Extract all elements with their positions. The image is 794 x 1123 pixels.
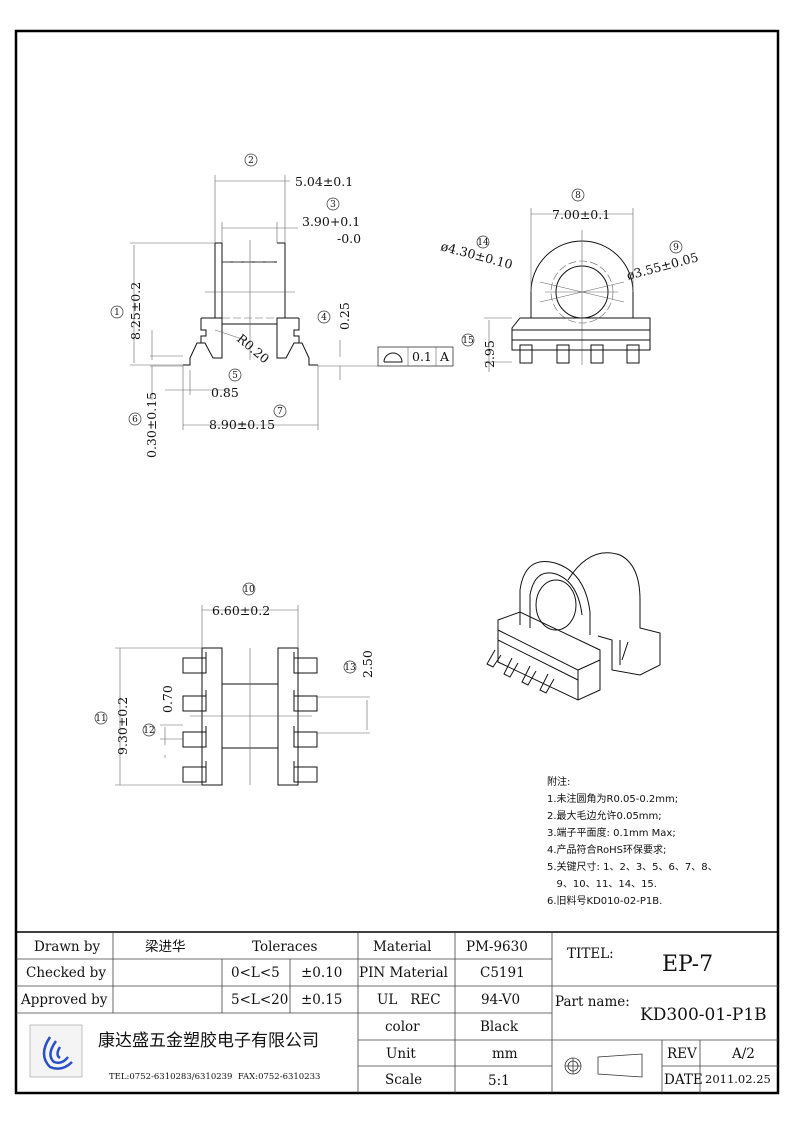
date-label: DATE <box>664 1072 703 1088</box>
projection-symbol-icon <box>564 1053 643 1078</box>
tol-range: 0<L<5 <box>231 965 280 981</box>
balloon-2: 2 <box>244 153 258 167</box>
balloon-15: 15 <box>461 333 475 347</box>
radius-text: R0.20 <box>234 331 272 366</box>
flatness-frame: 0.1 A <box>377 346 454 367</box>
balloon-3: 3 <box>326 197 340 211</box>
dim-11-text: 9.30±0.2 <box>115 697 130 755</box>
svg-text:13: 13 <box>344 663 356 673</box>
material-value: PM-9630 <box>466 939 528 955</box>
dim-10-text: 6.60±0.2 <box>212 603 270 618</box>
dim-3-text: 3.90+0.1 <box>302 214 360 229</box>
balloon-12: 12 <box>142 723 156 737</box>
dim-6-text: 0.30±0.15 <box>144 392 159 458</box>
pin-material-value: C5191 <box>480 965 525 981</box>
svg-text:12: 12 <box>143 726 154 736</box>
side-view: 5.04±0.1 3.90+0.1 -0.0 8.25±0.2 0.25 0.8… <box>110 153 454 458</box>
flatness-value: 0.1 <box>412 349 432 364</box>
title-block: Drawn by 梁进华 Toleraces Checked by Approv… <box>16 931 778 1093</box>
balloon-6: 6 <box>128 412 142 426</box>
note-item: 3.端子平面度: 0.1mm Max; <box>547 826 676 839</box>
drawn-by-label: Drawn by <box>34 939 101 955</box>
pin-material-label: PIN Material <box>359 965 448 981</box>
tol-value: ±0.15 <box>301 992 342 1008</box>
company-name: 康达盛五金塑胶电子有限公司 <box>98 1031 319 1051</box>
flatness-datum: A <box>439 349 450 364</box>
note-item: 9、10、11、14、15. <box>547 879 657 890</box>
scale-value: 5:1 <box>488 1073 510 1089</box>
svg-text:6: 6 <box>132 415 138 425</box>
balloon-9: 9 <box>669 240 683 254</box>
balloon-10: 10 <box>242 582 256 596</box>
svg-text:2: 2 <box>248 156 254 166</box>
dim-2-text: 5.04±0.1 <box>295 174 353 189</box>
svg-text:10: 10 <box>243 585 255 595</box>
sheet-frame <box>14 29 780 1095</box>
dim-5-text: 0.85 <box>211 385 239 400</box>
company-contact: TEL:0752-6310283/6310239 FAX:0752-631023… <box>109 1072 320 1082</box>
rev-value: A/2 <box>731 1046 755 1062</box>
ul-label: UL REC <box>377 992 441 1008</box>
dim-8-text: 7.00±0.1 <box>552 207 610 222</box>
svg-text:4: 4 <box>321 313 327 323</box>
dim-15-text: 2.95 <box>482 340 497 368</box>
dim-3-text2: -0.0 <box>337 231 361 246</box>
checked-by-label: Checked by <box>26 965 106 981</box>
bottom-view: 6.60±0.2 9.30±0.2 0.70 2.50 10 11 12 13 <box>94 582 375 786</box>
balloon-7: 7 <box>273 404 287 418</box>
note-item: 1.未注圆角为R0.05-0.2mm; <box>547 792 678 805</box>
balloon-4: 4 <box>317 310 331 324</box>
part-name-label: Part name: <box>555 994 630 1010</box>
dim-1-text: 8.25±0.2 <box>128 282 143 340</box>
title-label: TITEL: <box>567 946 614 962</box>
dim-9-text: ø3.55±0.05 <box>625 249 700 283</box>
company-logo <box>29 1024 83 1078</box>
unit-label: Unit <box>386 1046 416 1062</box>
unit-value: mm <box>492 1046 518 1062</box>
balloon-11: 11 <box>94 711 108 725</box>
color-label: color <box>385 1019 420 1035</box>
approved-by-label: Approved by <box>20 992 108 1008</box>
color-value: Black <box>480 1019 519 1035</box>
dim-12-text: 0.70 <box>160 685 175 713</box>
balloon-14: 14 <box>476 235 490 249</box>
tol-value: ±0.10 <box>301 965 342 981</box>
material-label: Material <box>373 939 431 955</box>
note-item: 5.关键尺寸: 1、2、3、5、6、7、8、 <box>547 860 718 873</box>
svg-text:1: 1 <box>114 308 120 318</box>
balloon-13: 13 <box>343 660 357 674</box>
front-view: 7.00±0.1 ø4.30±0.10 ø3.55±0.05 2.95 8 14… <box>439 188 700 372</box>
part-name-value: KD300-01-P1B <box>640 1005 767 1025</box>
drawing-title: EP-7 <box>662 952 713 977</box>
notes-title: 附注: <box>547 775 570 788</box>
ul-value: 94-V0 <box>481 992 520 1008</box>
tol-range: 5<L<20 <box>231 992 288 1008</box>
svg-text:14: 14 <box>477 238 489 248</box>
balloon-8: 8 <box>571 188 585 202</box>
notes: 附注: 1.未注圆角为R0.05-0.2mm; 2.最大毛边允许0.05mm; … <box>547 775 718 907</box>
note-item: 2.最大毛边允许0.05mm; <box>547 809 662 822</box>
dim-13-text: 2.50 <box>360 650 375 678</box>
scale-label: Scale <box>385 1072 422 1088</box>
svg-text:3: 3 <box>330 200 336 210</box>
drawn-by-value: 梁进华 <box>145 939 186 955</box>
note-item: 6.旧料号KD010-02-P1B. <box>547 894 662 907</box>
svg-text:11: 11 <box>95 714 106 724</box>
svg-text:15: 15 <box>462 336 474 346</box>
dim-7-text: 8.90±0.15 <box>209 417 275 432</box>
rev-label: REV <box>667 1046 697 1062</box>
tolerances-label: Toleraces <box>252 939 317 955</box>
balloon-5: 5 <box>228 368 242 382</box>
isometric-view <box>486 552 661 701</box>
dim-4-text: 0.25 <box>337 302 352 330</box>
note-item: 4.产品符合RoHS环保要求; <box>547 843 666 856</box>
svg-text:7: 7 <box>277 407 283 417</box>
svg-text:5: 5 <box>232 371 238 381</box>
flatness-icon <box>383 352 403 363</box>
date-value: 2011.02.25 <box>705 1072 771 1086</box>
svg-text:8: 8 <box>575 191 581 201</box>
balloon-1: 1 <box>110 305 124 319</box>
svg-text:9: 9 <box>673 243 679 253</box>
